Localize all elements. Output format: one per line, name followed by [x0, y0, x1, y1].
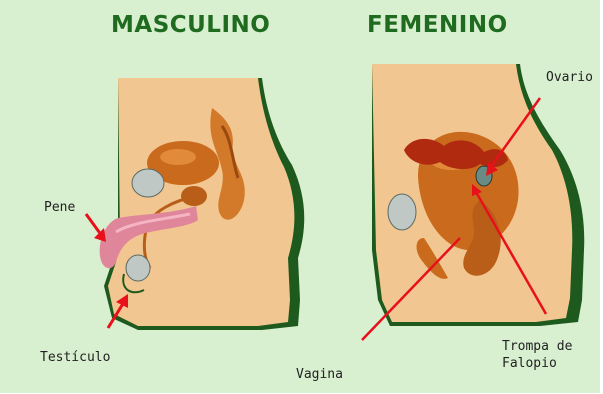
- female-pubic-bone: [388, 194, 416, 230]
- male-bladder-highlight: [160, 149, 196, 165]
- label-testiculo: Testículo: [40, 350, 110, 366]
- label-trompa-line1: Trompa de: [502, 339, 572, 355]
- male-figure: [100, 78, 305, 330]
- label-trompa-line2: Falopio: [502, 356, 557, 372]
- male-testicle: [126, 255, 150, 281]
- label-pene: Pene: [44, 200, 75, 216]
- male-pubic-bone: [132, 169, 164, 197]
- arrow-pene-head: [94, 228, 106, 242]
- label-vagina: Vagina: [296, 367, 343, 383]
- label-ovario: Ovario: [546, 70, 593, 86]
